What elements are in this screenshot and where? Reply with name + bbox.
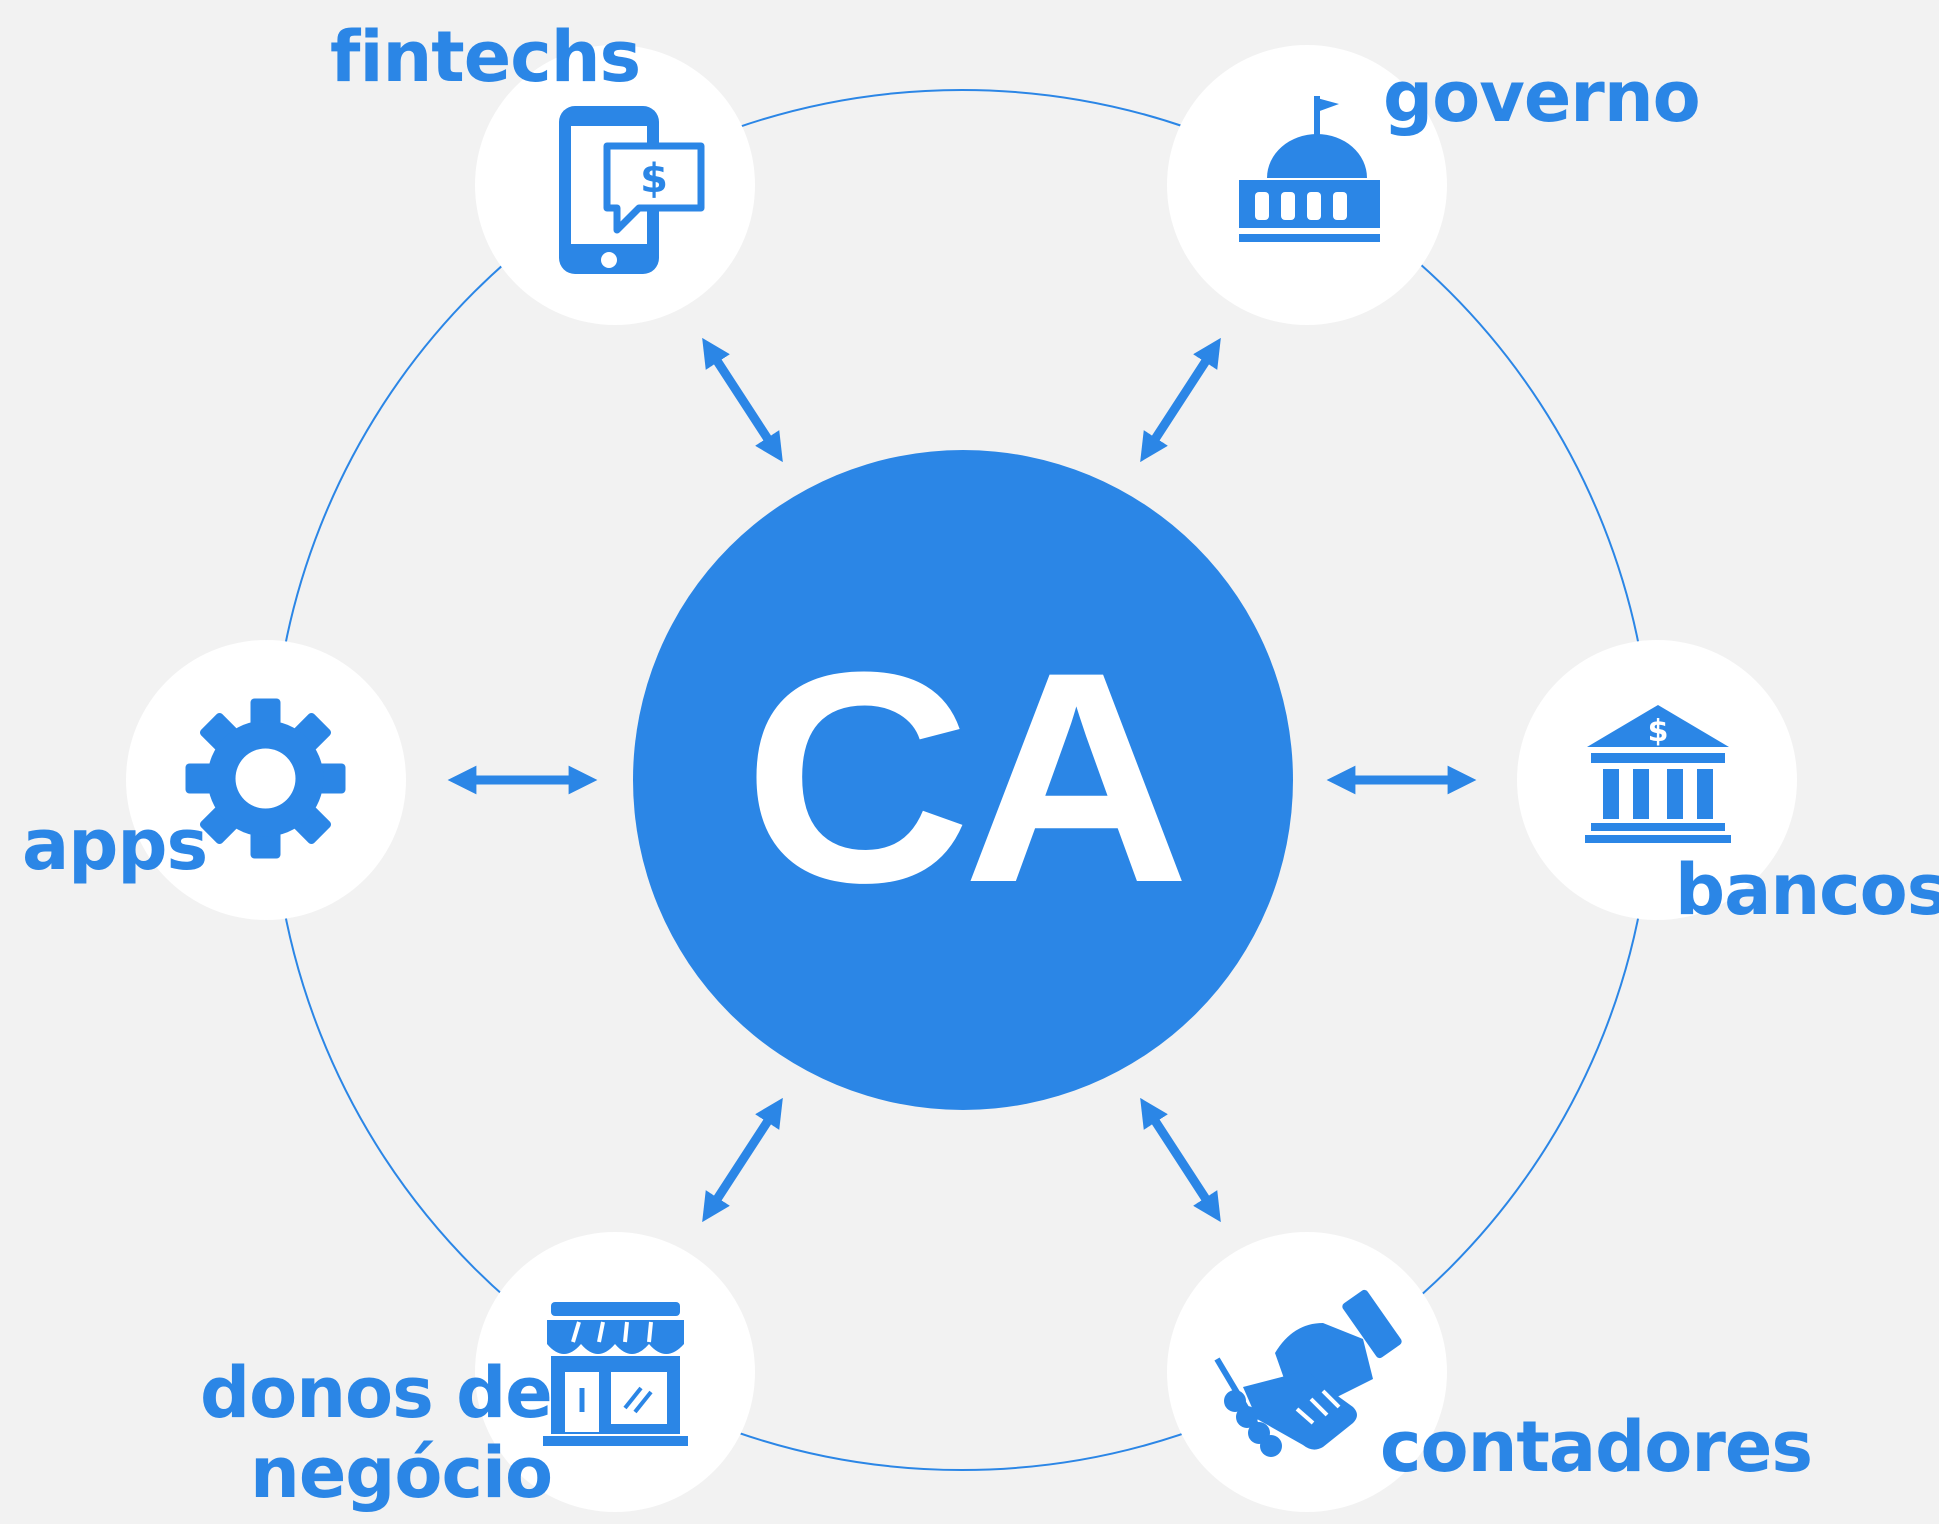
label-apps: apps (22, 804, 208, 886)
arrow-fintechs (702, 337, 783, 463)
arrow-donos (702, 1097, 783, 1223)
hub-circle: CA (633, 450, 1293, 1110)
svg-text:$: $ (640, 156, 668, 202)
label-contadores: contadores (1380, 1406, 1813, 1488)
arrow-governo (1140, 337, 1221, 463)
gear-icon (185, 698, 346, 859)
hub-label: CA (743, 609, 1191, 945)
svg-text:$: $ (1648, 714, 1669, 749)
arrow-contadores (1140, 1097, 1221, 1223)
smartphone-dollar-icon: $ (559, 106, 705, 274)
node-bancos (1517, 640, 1797, 920)
label-fintechs: fintechs (330, 16, 641, 98)
bank-icon: $ (1585, 705, 1731, 843)
capitol-building-icon (1239, 96, 1380, 242)
storefront-icon (543, 1302, 688, 1446)
label-donos-line2: negócio (250, 1432, 553, 1514)
label-donos-line1: donos de (200, 1352, 553, 1434)
label-governo: governo (1383, 56, 1701, 138)
label-bancos: bancos (1675, 849, 1939, 931)
handshake-icon (1214, 1289, 1402, 1457)
